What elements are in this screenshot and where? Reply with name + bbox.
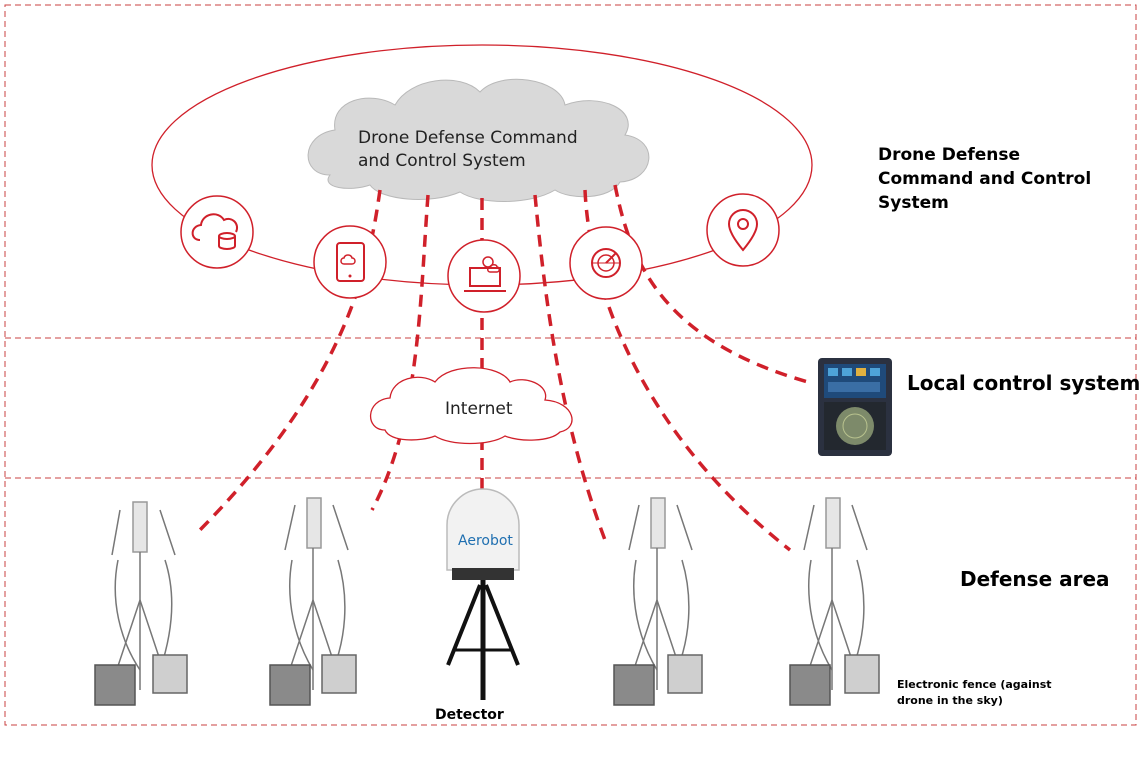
internet-cloud: Internet [369,367,573,445]
local-control-label: Local control system [907,371,1141,395]
electronic-fence-label: Electronic fence (against drone in the s… [897,678,1052,707]
cloud-title-line2: and Control System [358,151,526,171]
fence-unit-4 [789,497,880,706]
radar-icon [569,226,643,300]
local-control-device [818,358,892,456]
tablet-cloud-icon [313,225,387,299]
command-system-label: Drone Defense Command and Control System [878,145,1092,213]
fence-unit-3 [613,497,703,706]
fence-unit-1 [94,501,188,706]
detector-label: Detector [435,707,504,723]
internet-label: Internet [445,399,513,419]
zone-borders [4,4,1137,726]
location-pin-icon [706,193,780,267]
fence-unit-2 [269,497,357,706]
laptop-weather-icon [447,239,521,313]
cloud-database-icon [180,195,254,269]
defense-area-label: Defense area [960,567,1110,591]
cloud-title-line1: Drone Defense Command [358,128,578,148]
command-cloud: Drone Defense Command and Control System [307,78,650,202]
detector-brand: Aerobot [458,533,513,549]
detector-device: Aerobot [446,488,520,700]
